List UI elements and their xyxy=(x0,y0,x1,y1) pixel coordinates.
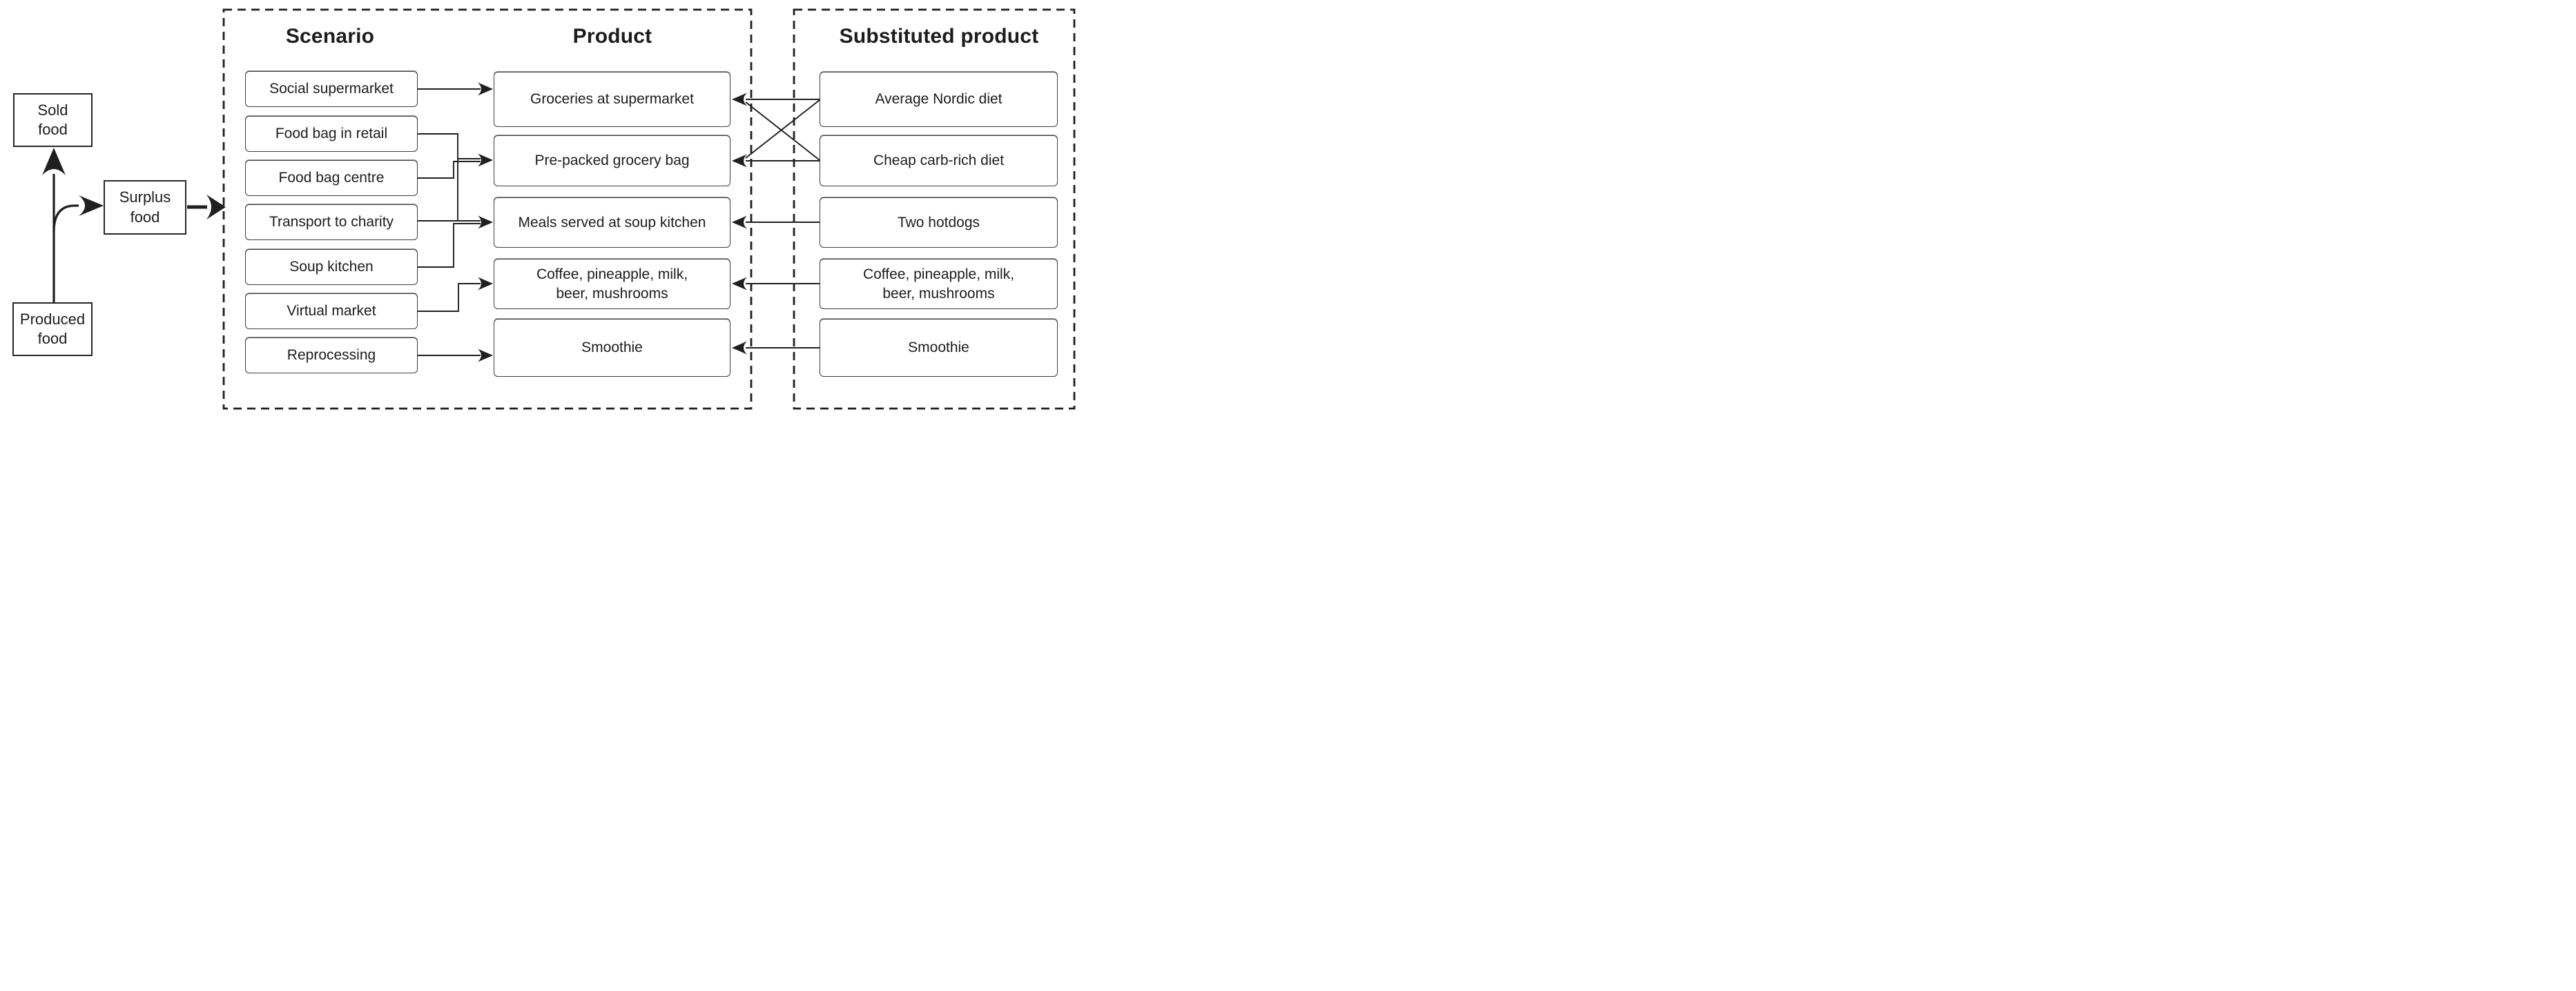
carb-diet-to-groceries-line xyxy=(745,101,820,161)
produced-to-surplus-line xyxy=(52,204,79,233)
food-bag-retail-to-prepacked xyxy=(418,133,493,167)
substituted-box-nordic-diet: Average Nordic diet xyxy=(820,72,1058,127)
product-label: Groceries at supermarket xyxy=(530,91,694,108)
reprocessing-to-smoothie xyxy=(418,349,493,362)
scenario-box-food-bag-in-retail: Food bag in retail xyxy=(245,116,418,152)
substituted-column-title: Substituted product xyxy=(839,25,1039,48)
product-box-coffee-pineapple: Coffee, pineapple, milk, beer, mushrooms xyxy=(494,259,730,309)
product-label: Meals served at soup kitchen xyxy=(518,214,706,230)
produced-to-surplus xyxy=(52,195,104,233)
scenario-label: Transport to charity xyxy=(269,214,394,230)
substituted-box-coffee-pineapple: Coffee, pineapple, milk, beer, mushrooms xyxy=(820,259,1058,309)
coffee-sub-to-coffee-arrowhead-icon xyxy=(732,277,747,291)
smoothie-sub-to-smoothie-arrowhead-icon xyxy=(732,341,747,355)
scenario-column-title: Scenario xyxy=(285,25,375,48)
produced-to-sold xyxy=(42,148,66,302)
food-bag-retail-to-prepacked-arrowhead-icon xyxy=(478,153,493,167)
virtual-market-to-coffee xyxy=(418,277,493,312)
product-box-meals-soup-kitchen: Meals served at soup kitchen xyxy=(494,197,730,248)
scenario-label: Social supermarket xyxy=(269,81,394,97)
produced-food-box: Produced food xyxy=(12,302,93,356)
nordic-diet-to-prepacked xyxy=(745,99,820,159)
coffee-sub-to-coffee xyxy=(732,277,820,291)
reprocessing-to-smoothie-arrowhead-icon xyxy=(478,349,493,362)
substituted-label: Smoothie xyxy=(908,340,969,356)
scenario-product-group-border xyxy=(222,8,753,410)
scenario-label: Food bag centre xyxy=(278,170,385,186)
carb-diet-to-groceries xyxy=(745,101,820,161)
smoothie-sub-to-smoothie xyxy=(732,341,820,355)
nordic-diet-to-groceries xyxy=(732,92,820,106)
product-label: Smoothie xyxy=(581,340,643,356)
produced-food-label: Produced food xyxy=(19,310,86,347)
scenario-box-social-supermarket: Social supermarket xyxy=(245,71,418,107)
virtual-market-to-coffee-arrowhead-icon xyxy=(478,277,493,291)
surplus-to-scenario-group-arrowhead-icon xyxy=(206,195,226,219)
product-label: Coffee, pineapple, milk, beer, mushrooms xyxy=(536,266,688,302)
scenario-label: Food bag in retail xyxy=(275,126,388,142)
scenario-label: Soup kitchen xyxy=(289,259,374,275)
scenario-box-virtual-market: Virtual market xyxy=(245,293,418,329)
scenario-box-food-bag-centre: Food bag centre xyxy=(245,160,418,196)
surplus-food-box: Surplus food xyxy=(104,180,186,235)
product-box-prepacked-bag: Pre-packed grocery bag xyxy=(494,135,730,186)
produced-to-sold-arrowhead-icon xyxy=(42,148,66,175)
transport-charity-to-meals-arrowhead-icon xyxy=(478,215,493,229)
scenario-box-reprocessing: Reprocessing xyxy=(245,337,418,373)
scenario-box-transport-to-charity: Transport to charity xyxy=(245,204,418,240)
surplus-to-scenario-group xyxy=(187,195,226,219)
produced-to-surplus-arrowhead-icon xyxy=(79,195,104,216)
substituted-label: Two hotdogs xyxy=(897,214,980,230)
connector-layer xyxy=(42,8,1076,410)
food-bag-centre-to-prepacked-line xyxy=(418,161,481,179)
soup-kitchen-to-meals xyxy=(418,223,481,268)
social-supermarket-to-groceries-arrowhead-icon xyxy=(478,82,493,96)
product-column-title: Product xyxy=(572,25,652,48)
substituted-box-smoothie: Smoothie xyxy=(820,319,1058,377)
nordic-diet-to-prepacked-line xyxy=(745,99,820,159)
substituted-box-carb-rich-diet: Cheap carb-rich diet xyxy=(820,135,1058,186)
product-label: Pre-packed grocery bag xyxy=(534,153,690,169)
product-box-groceries: Groceries at supermarket xyxy=(494,72,730,127)
scenario-label: Virtual market xyxy=(287,303,376,320)
carb-diet-to-prepacked xyxy=(732,154,820,168)
nordic-diet-to-groceries-arrowhead-icon xyxy=(732,92,747,106)
diagram-stage: Sold food Produced food Surplus food Sce… xyxy=(0,0,1083,416)
hotdogs-to-meals-arrowhead-icon xyxy=(732,215,747,229)
surplus-food-label: Surplus food xyxy=(119,188,171,226)
product-box-smoothie: Smoothie xyxy=(494,319,730,377)
substituted-label: Coffee, pineapple, milk, beer, mushrooms xyxy=(862,266,1015,302)
substituted-group-border xyxy=(793,8,1076,410)
food-bag-retail-to-prepacked-line xyxy=(418,133,481,159)
sold-food-label: Sold food xyxy=(37,101,68,138)
social-supermarket-to-groceries xyxy=(418,82,493,96)
soup-kitchen-to-meals-line xyxy=(418,223,481,268)
scenario-label: Reprocessing xyxy=(287,347,376,364)
food-bag-centre-to-prepacked xyxy=(418,161,481,179)
scenario-box-soup-kitchen: Soup kitchen xyxy=(245,249,418,285)
sold-food-box: Sold food xyxy=(13,93,93,147)
substituted-box-two-hotdogs: Two hotdogs xyxy=(820,197,1058,248)
substituted-label: Average Nordic diet xyxy=(875,91,1003,108)
transport-charity-to-meals xyxy=(418,215,493,229)
substituted-label: Cheap carb-rich diet xyxy=(873,153,1005,169)
virtual-market-to-coffee-line xyxy=(418,283,481,312)
hotdogs-to-meals xyxy=(732,215,820,229)
carb-diet-to-prepacked-arrowhead-icon xyxy=(732,154,747,168)
